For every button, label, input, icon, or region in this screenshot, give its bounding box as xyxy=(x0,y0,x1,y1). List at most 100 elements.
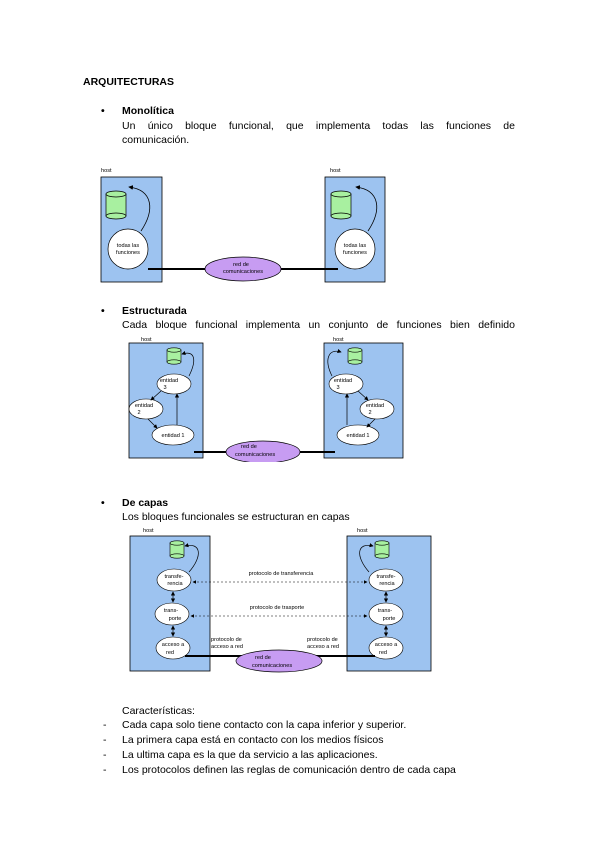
host-label: host xyxy=(333,337,344,343)
section-text-estructurada: Cada bloque funcional implementa un conj… xyxy=(122,319,515,331)
layer-label: trans- xyxy=(164,608,178,614)
protocol-label: protocolo de trasporte xyxy=(250,605,304,611)
layer-label: transfe- xyxy=(377,574,396,580)
entity-label: entidad xyxy=(334,378,352,384)
page-title: ARQUITECTURAS xyxy=(83,76,174,88)
list-heading: Características: xyxy=(122,705,195,717)
bullet: • xyxy=(101,105,105,117)
list-item: La ultima capa es la que da servicio a l… xyxy=(122,749,378,761)
layer-label: porte xyxy=(169,616,182,622)
entity-node xyxy=(151,424,195,446)
host-label: host xyxy=(143,528,154,534)
entity-label: entidad xyxy=(135,403,153,409)
arrow xyxy=(355,185,378,232)
host-label: host xyxy=(141,337,152,343)
arrow xyxy=(181,350,195,377)
host-label: host xyxy=(101,168,112,174)
host-label: host xyxy=(357,528,368,534)
structured-diagram: host entidad 3 entidad 2 entidad 1 host … xyxy=(128,337,404,462)
layer-label: acceso a xyxy=(375,642,398,648)
network-ellipse xyxy=(225,440,301,462)
layer-label: transfe- xyxy=(165,574,184,580)
dash-bullet: - xyxy=(103,749,107,761)
protocol-label: protocolo de xyxy=(307,637,338,643)
layer-node xyxy=(156,568,192,592)
database-icon xyxy=(374,540,390,559)
protocol-label: acceso a red xyxy=(211,644,243,650)
section-heading-estructurada: Estructurada xyxy=(122,305,187,317)
entity-node xyxy=(156,373,192,395)
layer-label: acceso a xyxy=(162,642,185,648)
layer-label: porte xyxy=(383,616,396,622)
function-node xyxy=(334,228,376,270)
arrow xyxy=(357,390,369,401)
layered-diagram: host transfe- rencia trans- porte acceso… xyxy=(129,528,432,673)
layer-label: trans- xyxy=(378,608,392,614)
database-icon xyxy=(347,347,363,365)
network-label: red de xyxy=(255,655,271,661)
layer-label: rencia xyxy=(167,581,183,587)
section-heading-capas: De capas xyxy=(122,497,169,509)
arrow xyxy=(327,348,342,377)
entity-label: entidad 1 xyxy=(346,433,369,439)
layer-label: rencia xyxy=(379,581,395,587)
network-label: comunicaciones xyxy=(235,452,275,458)
bullet: • xyxy=(101,305,105,317)
dash-bullet: - xyxy=(103,719,107,731)
entity-node xyxy=(328,373,364,395)
function-node xyxy=(107,228,149,270)
section-heading-monolitica: Monolítica xyxy=(122,105,174,117)
entity-label: 2 xyxy=(368,410,371,416)
function-label: funciones xyxy=(343,250,367,256)
protocol-label: acceso a red xyxy=(307,644,339,650)
monolithic-diagram: host todas las funciones host todas las … xyxy=(100,168,386,283)
database-icon xyxy=(105,190,127,220)
entity-node xyxy=(336,424,380,446)
entity-label: entidad xyxy=(160,378,178,384)
entity-node xyxy=(128,398,164,420)
function-label: todas las xyxy=(344,243,367,249)
network-label: red de xyxy=(241,444,257,450)
protocol-label: protocolo de xyxy=(211,637,242,643)
layer-node xyxy=(368,636,404,660)
entity-node xyxy=(359,398,395,420)
bullet: • xyxy=(101,497,105,509)
network-label: comunicaciones xyxy=(223,269,263,275)
section-text-monolitica-line1: Un único bloque funcional, que implement… xyxy=(122,120,515,132)
entity-label: 2 xyxy=(137,410,140,416)
database-icon xyxy=(169,540,185,559)
network-ellipse xyxy=(204,256,282,282)
dash-bullet: - xyxy=(103,764,107,776)
section-text-monolitica-line2: comunicación. xyxy=(122,134,190,146)
section-text-capas: Los bloques funcionales se estructuran e… xyxy=(122,511,350,523)
list-item: Cada capa solo tiene contacto con la cap… xyxy=(122,719,407,731)
layer-node xyxy=(368,602,404,626)
arrow xyxy=(147,418,158,429)
layer-label: red xyxy=(379,650,387,656)
entity-label: 3 xyxy=(336,385,339,391)
list-item: Los protocolos definen las reglas de com… xyxy=(122,764,456,776)
arrow xyxy=(366,418,376,428)
network-ellipse xyxy=(235,649,323,673)
arrow xyxy=(128,185,151,232)
protocol-label: protocolo de transferencia xyxy=(249,571,315,577)
arrow xyxy=(184,543,199,573)
layer-node xyxy=(368,568,404,592)
entity-label: entidad 1 xyxy=(161,433,184,439)
network-label: comunicaciones xyxy=(252,663,292,669)
network-label: red de xyxy=(233,262,249,268)
layer-node xyxy=(155,636,191,660)
entity-label: entidad xyxy=(366,403,384,409)
database-icon xyxy=(166,347,182,365)
function-label: funciones xyxy=(116,250,140,256)
function-label: todas las xyxy=(117,243,140,249)
host-label: host xyxy=(330,168,341,174)
layer-label: red xyxy=(166,650,174,656)
dash-bullet: - xyxy=(103,734,107,746)
list-item: La primera capa está en contacto con los… xyxy=(122,734,384,746)
entity-label: 3 xyxy=(163,385,166,391)
arrow xyxy=(150,390,162,401)
database-icon xyxy=(330,190,352,220)
arrow xyxy=(359,543,374,573)
layer-node xyxy=(154,602,190,626)
